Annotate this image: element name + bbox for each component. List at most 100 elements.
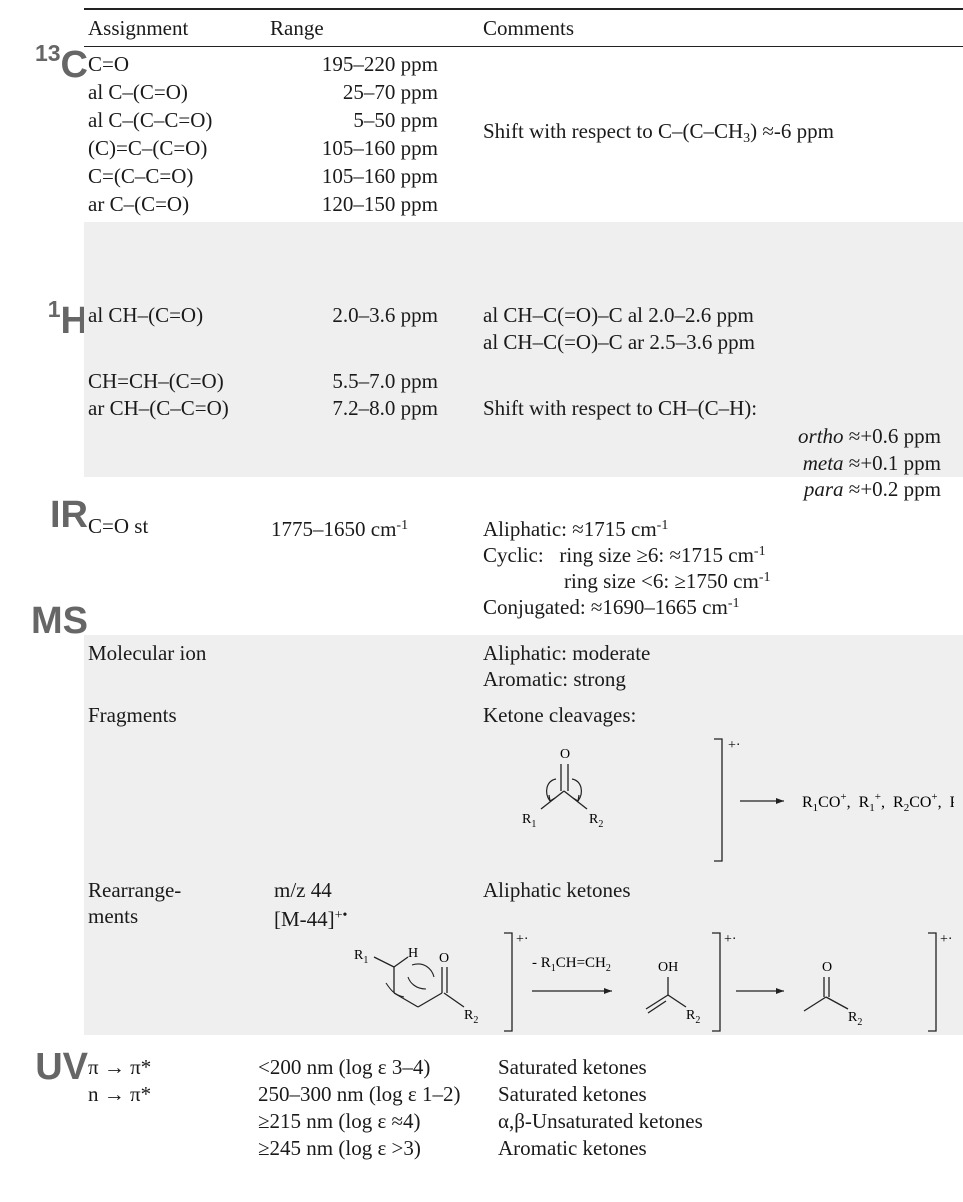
h1-comment-2: Shift with respect to CH–(C–H):: [483, 396, 758, 420]
ir-comment-cyclic-lt6: ring size <6: ≥1750 cm-1: [564, 569, 771, 593]
s2-loss: - R1CH=CH2: [532, 955, 611, 974]
s2-oxygen: O: [439, 951, 449, 966]
section-1h: al CH–(C=O) 2.0–3.6 ppm al CH–C(=O)–C al…: [84, 222, 963, 477]
ir-comment-conjugated: Conjugated: ≈1690–1665 cm-1: [483, 595, 740, 619]
s2-enol-r2: [667, 994, 687, 1008]
s2-oh: OH: [658, 960, 678, 975]
c13-range-4: 105–160 ppm: [321, 164, 438, 188]
uv-assignment-1: n → π*: [88, 1082, 152, 1106]
s1-reaction-arrowhead: [776, 798, 784, 804]
h1-assignment-1: CH=CH–(C=O): [88, 369, 224, 393]
s2-bracket-2: [712, 932, 721, 1032]
ir-comment-aliphatic: Aliphatic: ≈1715 cm-1: [483, 517, 669, 541]
c13-assignment-4: C=(C–C=O): [88, 164, 194, 188]
s1-bracket: [714, 738, 723, 862]
s2-enol-cc: [645, 994, 669, 1010]
c13-assignment-1: al C–(C=O): [88, 80, 188, 104]
ms-rearrangements-1: Rearrange-: [88, 878, 182, 902]
uv-comment-3: Aromatic ketones: [498, 1136, 647, 1160]
h1-range-0: 2.0–3.6 ppm: [332, 303, 438, 327]
h1-para: para ≈+0.2 ppm: [803, 477, 941, 501]
c13-range-2: 5–50 ppm: [353, 108, 438, 132]
ir-assignment: C=O st: [88, 514, 149, 538]
uv-range-1: 250–300 nm (log ε 1–2): [258, 1082, 461, 1106]
s2-acyl-me: [803, 996, 827, 1012]
mclafferty-scheme: R1 H O R2 +· - R1CH=CH2 OH R2: [354, 932, 953, 1032]
s2-h: H: [408, 946, 418, 961]
ms-rearrangements-2: ments: [88, 904, 139, 928]
ms-aliphatic-ketones: Aliphatic ketones: [483, 878, 631, 902]
s2-arrowhead-2: [776, 988, 784, 994]
header-range: Range: [270, 16, 324, 40]
s2-r2b: R2: [686, 1008, 700, 1026]
s1-products: R1CO+,R1+,R2CO+,R2+: [802, 791, 954, 814]
header-comments: Comments: [483, 16, 575, 40]
s2-charge-2: +·: [724, 932, 737, 947]
s2-bond-r2: [443, 992, 465, 1008]
s2-arrowhead-1: [604, 988, 612, 994]
s2-acyl-r2: [825, 996, 849, 1010]
section-uv: π → π* <200 nm (log ε 3–4) Saturated ket…: [84, 1040, 963, 1200]
uv-comment-2: α,β-Unsaturated ketones: [498, 1109, 703, 1133]
s2-bracket-1: [504, 932, 513, 1032]
ketone-cleavage-scheme: O R1 R2 +· R1CO+,R1+,R2CO+,R2+: [522, 738, 954, 862]
ms-fragments: Fragments: [88, 703, 177, 727]
section-13c: C=O 195–220 ppm al C–(C=O) 25–70 ppm al …: [84, 46, 963, 292]
table-header: Assignment Range Comments: [84, 8, 963, 47]
ir-range: 1775–1650 cm-1: [271, 517, 409, 541]
s2-r2: R2: [464, 1008, 478, 1026]
section-label-uv: UV: [35, 1046, 88, 1088]
uv-range-2: ≥215 nm (log ε ≈4): [258, 1109, 421, 1133]
ir-comment-cyclic-6: Cyclic: ring size ≥6: ≈1715 cm-1: [483, 543, 766, 567]
h1-comment-0a: al CH–C(=O)–C al 2.0–2.6 ppm: [483, 303, 754, 327]
h1-ortho: ortho ≈+0.6 ppm: [798, 424, 941, 448]
c13-assignment-5: ar C–(C=O): [88, 192, 190, 216]
s1-r1: R1: [522, 812, 536, 830]
s1-oxygen: O: [560, 747, 570, 762]
section-label-ir: IR: [50, 494, 88, 536]
c13-assignment-3: (C)=C–(C=O): [88, 136, 208, 160]
s1-r2: R2: [589, 812, 603, 830]
s2-bond-h: [393, 956, 409, 968]
header-assignment: Assignment: [88, 16, 189, 40]
ms-m44: [M-44]+•: [274, 907, 348, 931]
uv-comment-1: Saturated ketones: [498, 1082, 647, 1106]
ms-ketone-cleavages: Ketone cleavages:: [483, 703, 637, 727]
c13-range-5: 120–150 ppm: [321, 192, 438, 216]
s2-arrow-3: [385, 982, 405, 998]
ms-molecular-ion: Molecular ion: [88, 641, 207, 665]
section-ms: Molecular ion Aliphatic: moderate Aromat…: [84, 635, 963, 1035]
s2-r1: R1: [354, 948, 368, 966]
h1-assignment-2: ar CH–(C–C=O): [88, 396, 229, 420]
c13-range-3: 105–160 ppm: [321, 136, 438, 160]
s1-arrow-right: [571, 778, 582, 802]
c13-range-0: 195–220 ppm: [321, 52, 438, 76]
uv-range-0: <200 nm (log ε 3–4): [258, 1055, 431, 1079]
c13-assignment-2: al C–(C–C=O): [88, 108, 213, 132]
section-label-ms: MS: [31, 600, 88, 642]
ms-aliphatic-moderate: Aliphatic: moderate: [483, 641, 651, 665]
uv-range-3: ≥245 nm (log ε >3): [258, 1136, 421, 1160]
s2-bond-a: [373, 956, 395, 968]
h1-meta: meta ≈+0.1 ppm: [802, 451, 941, 475]
s2-charge-3: +·: [940, 932, 953, 947]
section-label-13c: 13C: [34, 40, 88, 86]
s2-enol-cc-2: [647, 1000, 667, 1014]
section-ir: C=O st 1775–1650 cm-1 Aliphatic: ≈1715 c…: [84, 505, 963, 633]
uv-comment-0: Saturated ketones: [498, 1055, 647, 1079]
s2-arrow-2: [407, 976, 427, 990]
s2-bracket-3: [928, 932, 937, 1032]
ms-mz44: m/z 44: [274, 878, 332, 902]
uv-assignment-0: π → π*: [88, 1055, 152, 1079]
s2-bond-d: [417, 992, 443, 1008]
c13-comment-2: Shift with respect to C–(C–CH3) ≈-6 ppm: [483, 119, 835, 146]
s2-r2c: R2: [848, 1010, 862, 1028]
s2-oxygen-3: O: [822, 960, 832, 975]
s2-charge-1: +·: [516, 932, 529, 947]
section-label-1h: 1H: [47, 296, 88, 342]
h1-range-1: 5.5–7.0 ppm: [332, 369, 438, 393]
s2-arrow-1: [411, 963, 435, 978]
s1-arrow-left: [546, 778, 557, 802]
s1-charge: +·: [728, 738, 741, 753]
